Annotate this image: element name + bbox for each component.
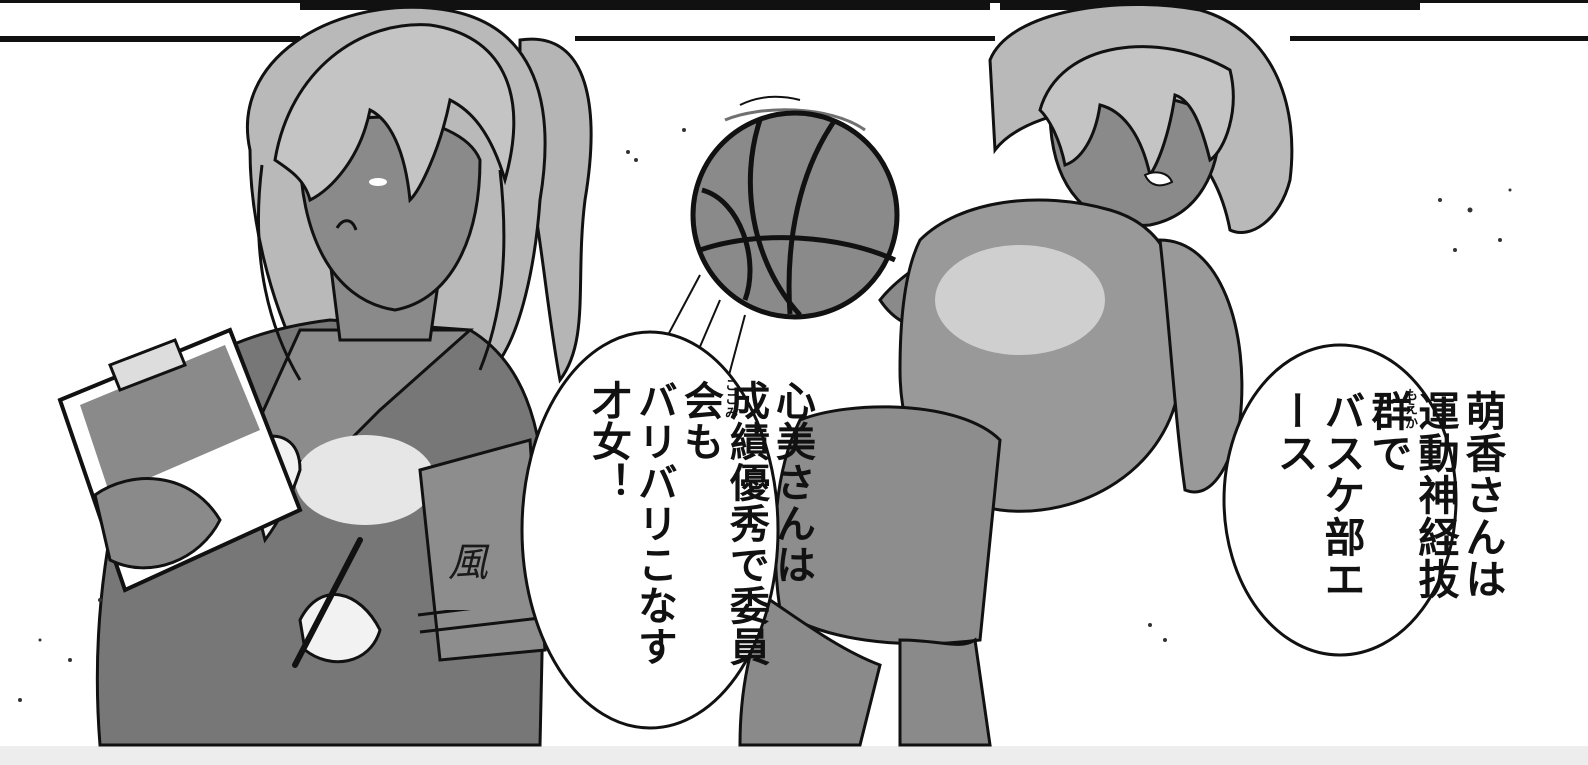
armband-glyph: 風 [448, 540, 488, 586]
panel-bottom-margin [0, 746, 1588, 765]
speech-bubble-moeka [1222, 343, 1458, 657]
speech-text-moeka: 萌香さんは 運動神経抜群で バスケ部エース [1270, 390, 1506, 620]
speech-text-kokomi: 心美さんは 成績優秀で委員会も バリバリこなす才女！ [585, 380, 815, 690]
armband-patch [440, 525, 530, 610]
ruby-moeka: もえか [1402, 388, 1417, 430]
speech-line-3: バスケ部エース [1270, 390, 1365, 600]
panel-border-right-segment [1290, 36, 1588, 41]
character-kokomi [57, 5, 593, 747]
speech-bubble-kokomi [520, 330, 780, 730]
panel-border-top-right [1000, 0, 1420, 10]
panel-border-middle-segment [575, 36, 995, 41]
speech-line-2: 運動神経抜群で [1364, 390, 1459, 600]
speech-line-2: 成績優秀で委員会も [677, 380, 769, 667]
character-moeka [738, 2, 1294, 747]
speech-line-1: 心美さんは [769, 380, 815, 585]
panel-border-left-segment [0, 36, 300, 42]
background-speckles [18, 128, 1512, 702]
ruby-kokomi: ここみ [722, 378, 737, 420]
speech-line-3: バリバリこなす才女！ [585, 380, 677, 667]
panel-border-top-middle [300, 0, 990, 10]
basketball-icon [659, 95, 900, 391]
speech-line-1: 萌香さんは [1458, 390, 1506, 600]
